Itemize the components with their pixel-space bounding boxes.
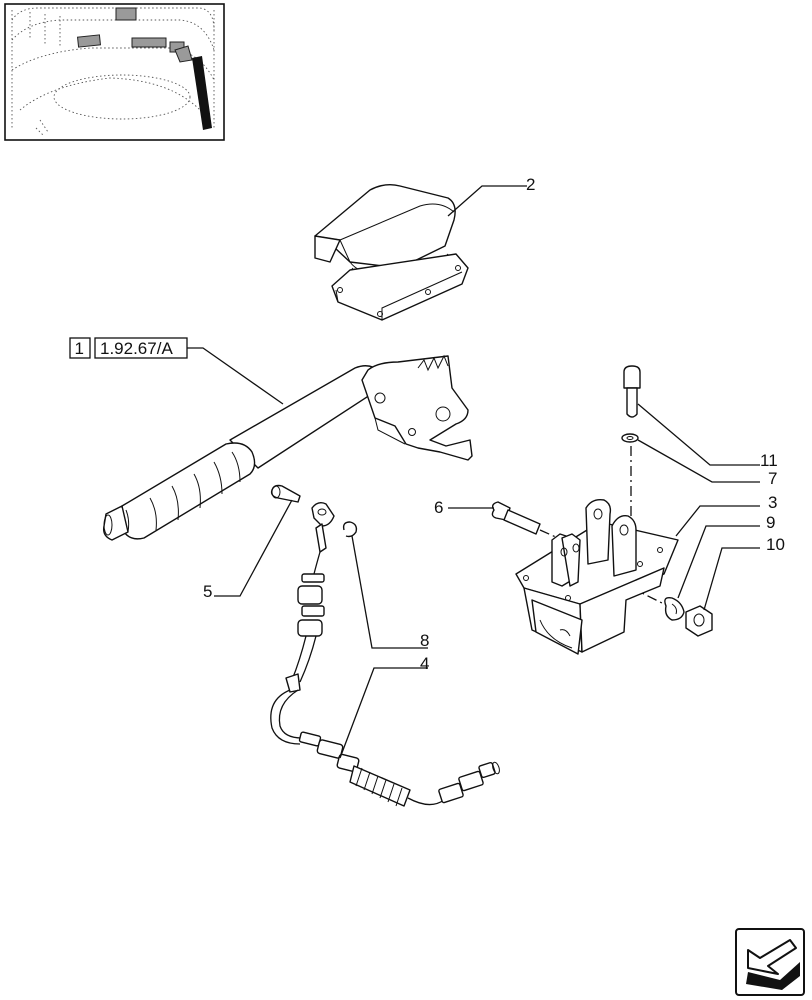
part-handbrake-lever[interactable]	[102, 354, 473, 541]
part-cable[interactable]	[270, 501, 501, 807]
part-washer-7[interactable]	[621, 433, 639, 443]
callout-5: 5	[203, 582, 212, 601]
part-bracket[interactable]	[515, 498, 679, 655]
part-boot[interactable]	[314, 183, 469, 321]
part-pin[interactable]	[270, 484, 301, 503]
part-clip[interactable]	[342, 521, 358, 538]
next-page-arrow-icon[interactable]	[735, 928, 805, 996]
part-washer-9[interactable]	[664, 596, 685, 621]
callout-10: 10	[766, 535, 785, 554]
part-bolt-6[interactable]	[491, 501, 541, 535]
reference-box-code: 1.92.67/A	[100, 339, 173, 358]
callout-2: 2	[526, 175, 535, 194]
callout-8: 8	[420, 631, 429, 650]
reference-box[interactable]: 1 1.92.67/A	[69, 337, 188, 359]
part-nut-10[interactable]	[685, 605, 713, 637]
part-bolt-11[interactable]	[623, 365, 641, 418]
callout-7: 7	[768, 469, 777, 488]
callout-9: 9	[766, 513, 775, 532]
callout-3: 3	[768, 493, 777, 512]
location-thumbnail[interactable]	[4, 3, 225, 141]
callout-11: 11	[760, 451, 778, 470]
callout-4: 4	[420, 654, 429, 673]
reference-box-number: 1	[75, 339, 84, 358]
callout-6: 6	[434, 498, 443, 517]
